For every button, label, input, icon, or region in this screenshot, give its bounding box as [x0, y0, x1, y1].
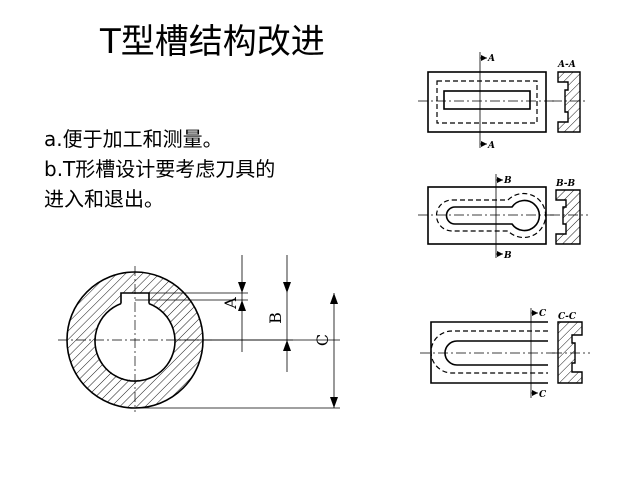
- slot-view-c: C C C-C: [420, 308, 590, 400]
- section-mark-a-bottom: A: [487, 141, 495, 151]
- section-mark-a-top: A: [487, 54, 495, 64]
- page-title: T型槽结构改进: [100, 22, 325, 62]
- section-mark-b-top: B: [503, 176, 512, 186]
- section-title-a: A-A: [557, 60, 576, 70]
- section-title-c: C-C: [558, 312, 577, 322]
- dim-label-c: C: [313, 334, 332, 346]
- hub-cross-section: A B C: [58, 255, 340, 412]
- dim-label-a: A: [221, 297, 240, 310]
- section-mark-c-bottom: C: [539, 390, 547, 400]
- slot-view-a: A A A-A: [418, 52, 588, 151]
- section-title-b: B-B: [555, 179, 576, 189]
- bullet-b: b.T形槽设计要考虑刀具的: [44, 157, 276, 181]
- dim-label-b: B: [266, 312, 285, 324]
- slot-view-b: B B B-B: [418, 174, 588, 261]
- section-mark-b-bottom: B: [503, 251, 512, 261]
- section-mark-c-top: C: [539, 309, 547, 319]
- bullet-a: a.便于加工和测量。: [44, 127, 223, 151]
- bullet-b-continued: 进入和退出。: [44, 187, 164, 211]
- bullet-list: a.便于加工和测量。 b.T形槽设计要考虑刀具的 进入和退出。: [44, 124, 364, 214]
